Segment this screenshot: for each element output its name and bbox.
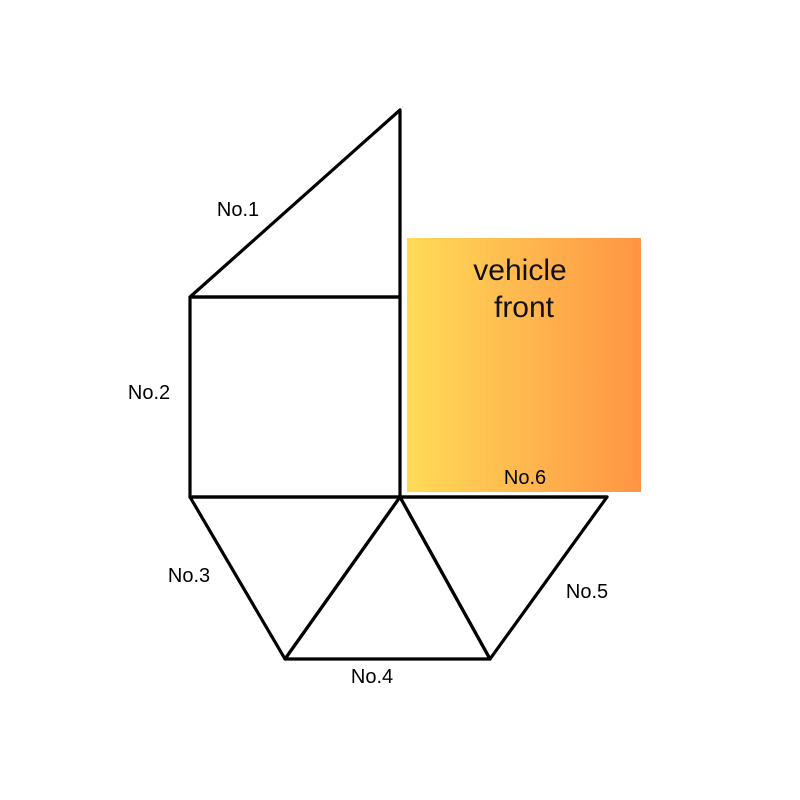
vehicle-front-label-line1: vehicle (473, 254, 566, 287)
piece-no5-triangle (398, 495, 609, 661)
piece-label-no4: No.4 (351, 666, 393, 688)
piece-no2-rectangle (188, 295, 402, 499)
piece-label-no6: No.6 (504, 467, 546, 489)
piece-no4-triangle (283, 495, 492, 661)
vehicle-front-box (407, 238, 641, 492)
piece-no3-triangle (188, 495, 402, 661)
piece-label-no5: No.5 (566, 581, 608, 603)
piece-label-no3: No.3 (168, 565, 210, 587)
piece-label-no2: No.2 (128, 382, 170, 404)
vehicle-front-label-line2: front (494, 291, 555, 324)
piece-label-no1: No.1 (217, 199, 259, 221)
